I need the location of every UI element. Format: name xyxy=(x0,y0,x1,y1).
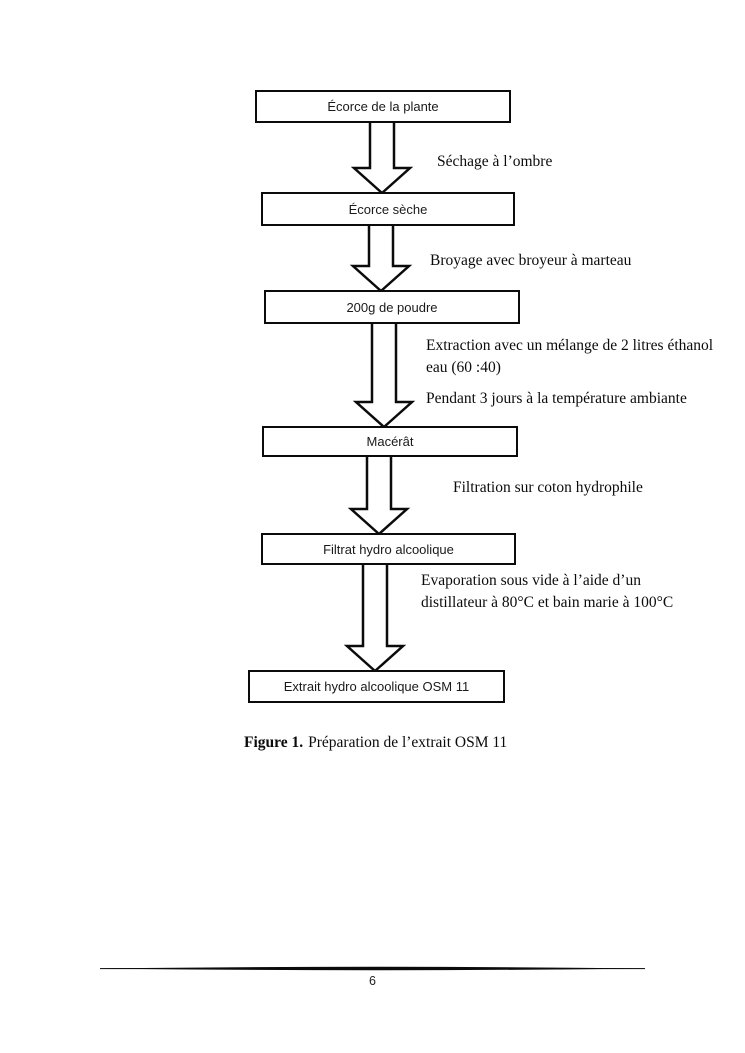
step-label-duree: Pendant 3 jours à la température ambiant… xyxy=(426,390,687,407)
step-label-broyage: Broyage avec broyeur à marteau xyxy=(430,252,632,269)
flow-node-label: Écorce de la plante xyxy=(327,99,439,114)
down-arrow-icon xyxy=(350,118,414,195)
page-number: 6 xyxy=(369,974,376,988)
flow-node-label: Macérât xyxy=(366,434,414,449)
flow-node-filtrat: Filtrat hydro alcoolique xyxy=(261,533,516,565)
step-label-extraction: Extraction avec un mélange de 2 litres é… xyxy=(426,337,714,376)
flow-node-ecorce-plante: Écorce de la plante xyxy=(255,90,511,123)
flow-node-ecorce-seche: Écorce sèche xyxy=(261,192,515,226)
step-label-evaporation: Evaporation sous vide à l’aide d’un dist… xyxy=(421,572,674,611)
figure-caption-text: Préparation de l’extrait OSM 11 xyxy=(308,734,508,751)
flow-node-macerat: Macérât xyxy=(262,426,518,457)
flow-node-label: Filtrat hydro alcoolique xyxy=(323,541,454,557)
down-arrow-icon xyxy=(349,221,413,293)
down-arrow-icon xyxy=(347,452,411,536)
figure-caption: Figure 1.Préparation de l’extrait OSM 11 xyxy=(244,734,507,752)
down-arrow-icon xyxy=(352,319,416,429)
flow-node-extrait: Extrait hydro alcoolique OSM 11 xyxy=(248,670,505,703)
step-label-sechage: Séchage à l’ombre xyxy=(437,153,553,170)
step-label-filtration: Filtration sur coton hydrophile xyxy=(453,479,643,496)
flow-node-poudre: 200g de poudre xyxy=(264,290,520,324)
figure-caption-label: Figure 1. xyxy=(244,734,304,751)
flow-node-label: Écorce sèche xyxy=(348,201,428,217)
flow-node-label: 200g de poudre xyxy=(346,299,438,315)
flow-node-label: Extrait hydro alcoolique OSM 11 xyxy=(283,679,470,694)
down-arrow-icon xyxy=(343,560,407,673)
footer-divider xyxy=(100,966,645,971)
